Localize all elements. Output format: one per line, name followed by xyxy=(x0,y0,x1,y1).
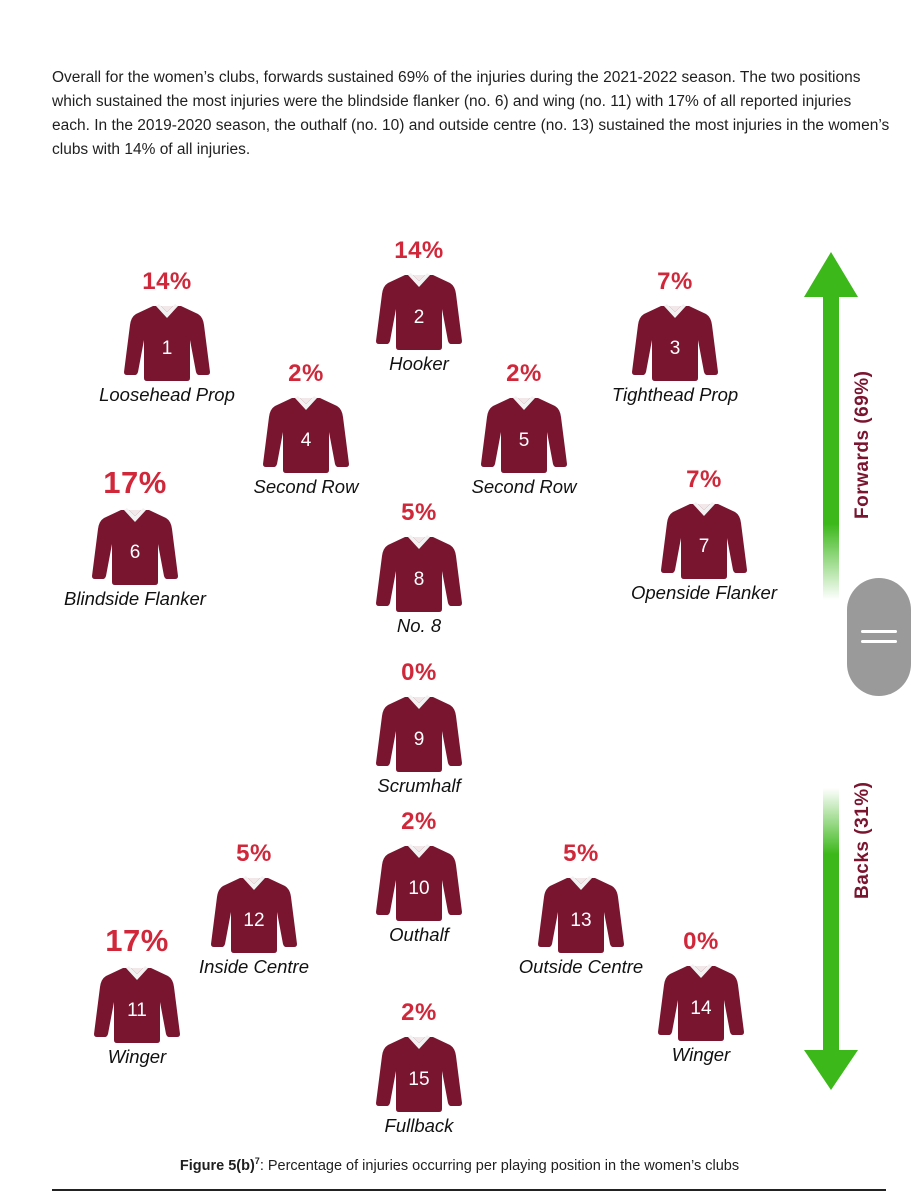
jersey-icon: 3 xyxy=(632,304,718,381)
intro-paragraph: Overall for the women’s clubs, forwards … xyxy=(52,68,890,158)
player-5-second-row: 2% 5 Second Row xyxy=(434,360,614,498)
bottom-divider xyxy=(52,1189,886,1191)
jersey-number: 3 xyxy=(670,338,681,359)
jersey-number: 2 xyxy=(414,307,425,328)
player-7-openside-flanker: 7% 7 Openside Flanker xyxy=(614,466,794,604)
jersey-icon: 2 xyxy=(376,273,462,350)
figure-caption: Figure 5(b)7: Percentage of injuries occ… xyxy=(0,1156,919,1174)
player-7-percent: 7% xyxy=(686,466,722,493)
player-4-percent: 2% xyxy=(288,360,324,387)
jersey-number: 13 xyxy=(570,910,591,931)
player-11-percent: 17% xyxy=(105,923,169,958)
slider-handle[interactable] xyxy=(847,578,911,696)
player-2-hooker: 14% 2 Hooker xyxy=(329,237,509,375)
forwards-backs-arrow xyxy=(804,252,858,1090)
jersey-icon: 8 xyxy=(376,535,462,612)
jersey-number: 11 xyxy=(127,1000,147,1021)
jersey-icon: 12 xyxy=(211,876,297,953)
player-13-percent: 5% xyxy=(563,840,599,867)
player-15-fullback: 2% 15 Fullback xyxy=(329,999,509,1137)
player-11-position: Winger xyxy=(107,1046,167,1067)
jersey-icon: 14 xyxy=(658,964,744,1041)
player-1-position: Loosehead Prop xyxy=(99,384,235,405)
player-8-percent: 5% xyxy=(401,499,437,526)
jersey-number: 14 xyxy=(690,998,712,1019)
player-8-number-eight: 5% 8 No. 8 xyxy=(329,499,509,637)
player-6-percent: 17% xyxy=(103,465,167,500)
jersey-icon: 11 xyxy=(94,966,180,1043)
caption-footnote: 7 xyxy=(254,1156,260,1166)
backs-arrow-down xyxy=(804,788,858,1090)
player-6-position: Blindside Flanker xyxy=(64,588,206,609)
jersey-icon: 13 xyxy=(538,876,624,953)
player-10-position: Outhalf xyxy=(389,924,449,945)
player-1-percent: 14% xyxy=(142,268,192,295)
backs-label: Backs (31%) xyxy=(852,781,873,899)
jersey-number: 9 xyxy=(414,729,425,750)
jersey-number: 8 xyxy=(414,569,425,590)
player-3-tighthead-prop: 7% 3 Tighthead Prop xyxy=(585,268,765,406)
player-8-position: No. 8 xyxy=(396,615,442,636)
player-6-blindside-flanker: 17% 6 Blindside Flanker xyxy=(45,466,225,610)
player-13-outside-centre: 5% 13 Outside Centre xyxy=(491,840,671,978)
jersey-number: 1 xyxy=(162,338,173,359)
forwards-arrow-up xyxy=(804,252,858,600)
player-14-winger: 0% 14 Winger xyxy=(611,928,791,1066)
player-9-position: Scrumhalf xyxy=(377,775,461,796)
player-2-position: Hooker xyxy=(389,353,449,374)
player-9-scrumhalf: 0% 9 Scrumhalf xyxy=(329,659,509,797)
jersey-number: 4 xyxy=(301,430,312,451)
player-12-position: Inside Centre xyxy=(198,956,310,977)
player-15-position: Fullback xyxy=(384,1115,454,1136)
jersey-icon: 9 xyxy=(376,695,462,772)
jersey-number: 7 xyxy=(699,536,710,557)
jersey-number: 10 xyxy=(408,878,429,899)
player-14-position: Winger xyxy=(671,1044,731,1065)
player-4-position: Second Row xyxy=(253,476,359,497)
jersey-icon: 10 xyxy=(376,844,462,921)
forwards-label: Forwards (69%) xyxy=(852,370,873,519)
caption-text: : Percentage of injuries occurring per p… xyxy=(259,1157,740,1174)
player-3-position: Tighthead Prop xyxy=(611,384,739,405)
player-13-position: Outside Centre xyxy=(518,956,644,977)
player-4-second-row: 2% 4 Second Row xyxy=(216,360,396,498)
jersey-icon: 15 xyxy=(376,1035,462,1112)
player-1-loosehead-prop: 14% 1 Loosehead Prop xyxy=(77,268,257,406)
player-12-percent: 5% xyxy=(236,840,272,867)
handle-grip-line xyxy=(861,640,897,643)
jersey-number: 5 xyxy=(519,430,530,451)
caption-figure-number: Figure 5(b)7 xyxy=(179,1156,260,1174)
jersey-number: 12 xyxy=(243,910,264,931)
player-15-percent: 2% xyxy=(401,999,437,1026)
player-11-winger: 17% 11 Winger xyxy=(47,924,227,1068)
player-5-position: Second Row xyxy=(471,476,577,497)
jersey-icon: 1 xyxy=(124,304,210,381)
player-9-percent: 0% xyxy=(401,659,437,686)
player-5-percent: 2% xyxy=(506,360,542,387)
player-14-percent: 0% xyxy=(683,928,719,955)
player-7-position: Openside Flanker xyxy=(630,582,778,603)
jersey-icon: 5 xyxy=(481,396,567,473)
jersey-number: 6 xyxy=(130,542,141,563)
jersey-number: 15 xyxy=(408,1069,429,1090)
jersey-icon: 4 xyxy=(263,396,349,473)
player-10-percent: 2% xyxy=(401,808,437,835)
jersey-icon: 6 xyxy=(92,508,178,585)
handle-grip-line xyxy=(861,630,897,633)
player-2-percent: 14% xyxy=(394,237,444,264)
jersey-icon: 7 xyxy=(661,502,747,579)
player-3-percent: 7% xyxy=(657,268,693,295)
player-12-inside-centre: 5% 12 Inside Centre xyxy=(164,840,344,978)
player-10-outhalf: 2% 10 Outhalf xyxy=(329,808,509,946)
